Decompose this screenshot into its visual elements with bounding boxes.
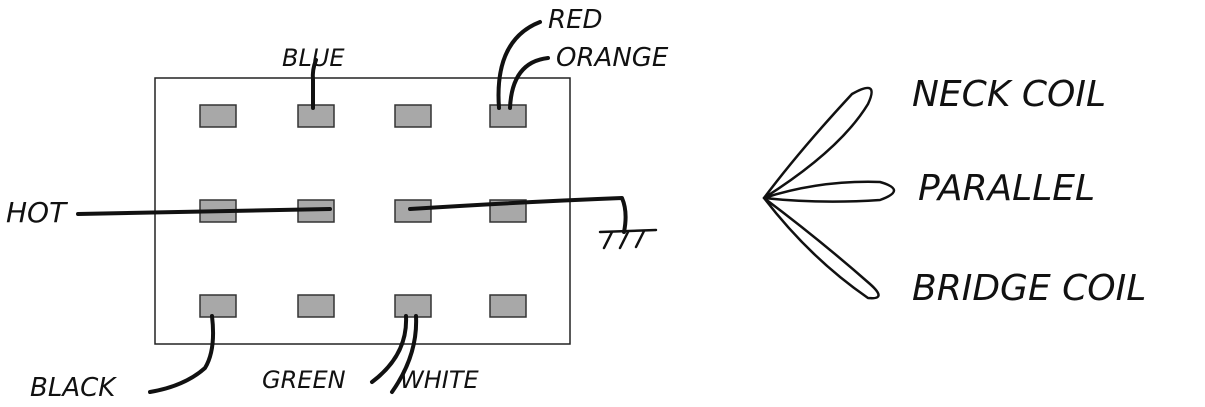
wire-green (370, 314, 409, 384)
lug-mid-3 (394, 199, 432, 223)
lever-lobe-parallel (762, 180, 896, 203)
lug-row-top (199, 104, 527, 128)
lug-top-1 (199, 104, 237, 128)
lug-bot-2 (297, 294, 335, 318)
lug-row-bottom (199, 294, 527, 318)
lug-bot-4 (489, 294, 527, 318)
wire-red (496, 20, 542, 110)
wire-black (148, 314, 216, 394)
lever-lobe-neck (762, 86, 873, 200)
label-orange: ORANGE (556, 43, 669, 73)
wire-ground (408, 196, 628, 234)
lug-top-2 (297, 104, 335, 128)
label-hot: HOT (6, 196, 68, 229)
position-bridge-coil: BRIDGE COIL (912, 268, 1146, 309)
lug-top-3 (394, 104, 432, 128)
label-blue: BLUE (282, 44, 345, 72)
lug-top-4 (489, 104, 527, 128)
wire-hot (76, 207, 332, 216)
position-parallel: PARALLEL (918, 168, 1095, 209)
lug-bot-3 (394, 294, 432, 318)
ground-icon (598, 228, 658, 250)
position-neck-coil: NECK COIL (912, 74, 1106, 115)
wire-blue (310, 58, 318, 110)
lug-bot-1 (199, 294, 237, 318)
label-red: RED (548, 5, 603, 35)
wire-white (390, 314, 419, 394)
label-green: GREEN (262, 366, 346, 394)
wire-orange (508, 56, 550, 110)
lever-lobe-bridge (762, 196, 880, 300)
label-white: WHITE (400, 366, 480, 394)
selector-lever-icon (762, 86, 896, 300)
label-black: BLACK (30, 373, 117, 403)
